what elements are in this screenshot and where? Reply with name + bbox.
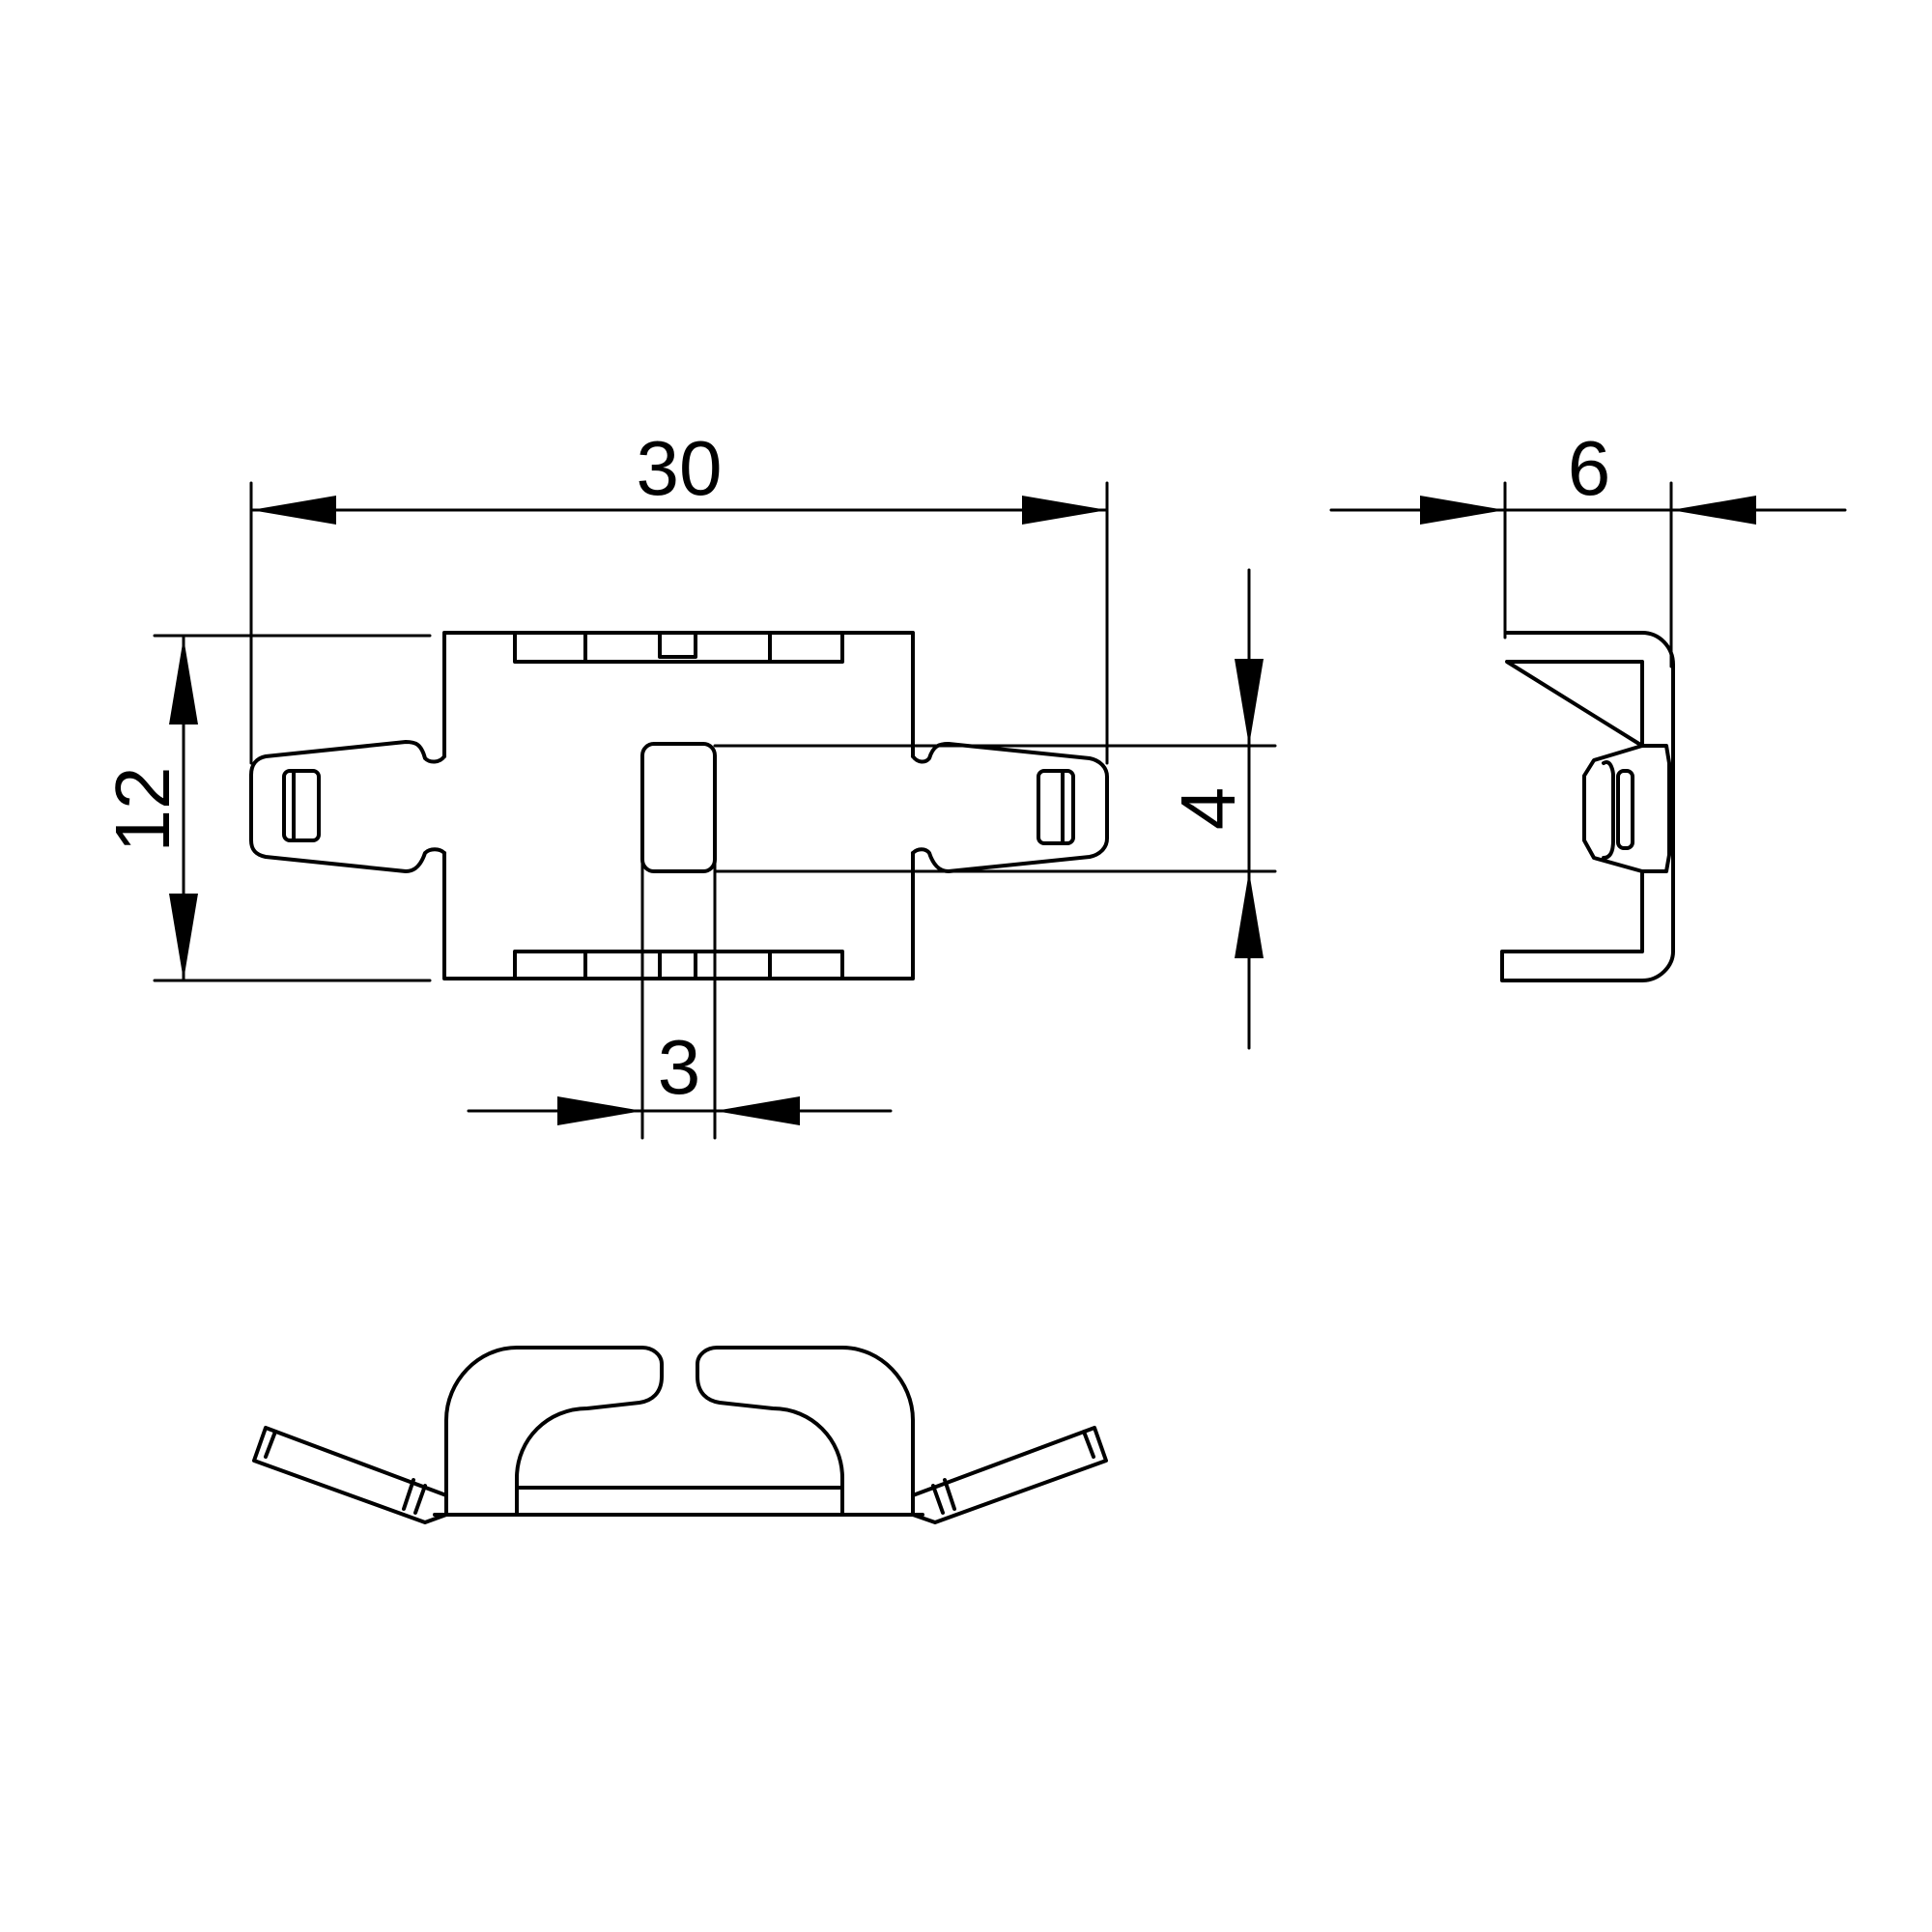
dim-label-4: 4 bbox=[1165, 787, 1251, 831]
dimension-side-depth: 6 bbox=[1329, 425, 1847, 525]
dimension-overall-height: 12 bbox=[99, 636, 198, 982]
dim-label-3: 3 bbox=[658, 1024, 701, 1110]
dimension-slot-height: 4 bbox=[1165, 568, 1264, 1050]
dim-label-6: 6 bbox=[1568, 425, 1611, 511]
side-view bbox=[1500, 481, 1675, 982]
bottom-view bbox=[252, 1346, 1108, 1524]
front-view bbox=[249, 631, 1109, 980]
dim-label-12: 12 bbox=[99, 767, 185, 853]
extension-lines bbox=[153, 481, 1277, 1140]
dimension-slot-width: 3 bbox=[467, 1024, 893, 1125]
dim-label-30: 30 bbox=[637, 425, 723, 511]
dimension-overall-length: 30 bbox=[249, 425, 1109, 525]
